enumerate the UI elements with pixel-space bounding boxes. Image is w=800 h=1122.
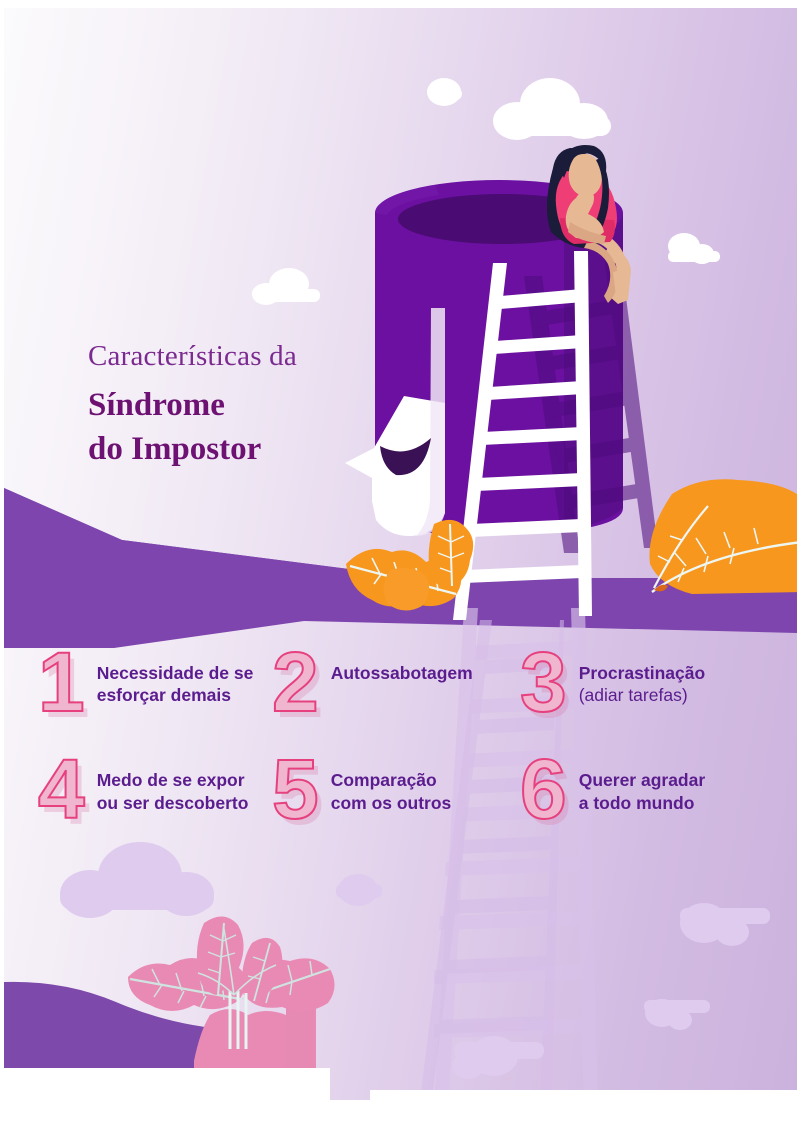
item-label-line2: (adiar tarefas)	[578, 685, 688, 706]
cloud	[252, 268, 320, 305]
item-label: Necessidade de se esforçar demais	[97, 644, 254, 707]
item-label-line1: Querer agradar	[578, 770, 706, 791]
list-item-3[interactable]: 3 Procrastinação (adiar tarefas)	[502, 635, 797, 729]
item-label-line2: ou ser descoberto	[96, 792, 249, 813]
lower-clouds-layer	[60, 842, 770, 1079]
cloud	[336, 874, 382, 906]
cloud	[680, 903, 770, 946]
cloud	[427, 78, 462, 106]
list-item-5[interactable]: 5 Comparação com os outros	[262, 742, 502, 837]
frame-mask-bottom-left	[0, 1068, 330, 1122]
item-label-line1: Medo de se expor	[96, 770, 245, 791]
orange-leaf	[428, 519, 474, 588]
cloud	[668, 233, 720, 264]
purple-band	[4, 488, 797, 648]
title-block: Características da Síndrome do Impostor	[88, 338, 388, 471]
item-label: Comparação com os outros	[331, 751, 452, 814]
item-label-line2: a todo mundo	[578, 792, 695, 813]
head-illustration	[345, 145, 658, 620]
frame-mask-top	[0, 0, 800, 8]
item-label-line1: Necessidade de se	[96, 663, 254, 683]
list-item-1[interactable]: 1 Necessidade de se esforçar demais	[4, 635, 262, 729]
orange-leaf-cluster-left	[346, 519, 474, 611]
item-number: 3	[519, 635, 568, 729]
list-item-2[interactable]: 2 Autossabotagem	[262, 635, 502, 729]
title-line-3: do Impostor	[88, 430, 262, 467]
item-number: 2	[271, 635, 320, 729]
item-label: Procrastinação (adiar tarefas)	[579, 644, 705, 707]
item-label-line1: Comparação	[330, 770, 437, 791]
frame-mask-bottom-right	[370, 1090, 800, 1122]
item-number: 6	[519, 742, 568, 837]
cloud	[644, 999, 710, 1030]
list-item-4[interactable]: 4 Medo de se expor ou ser descoberto	[4, 742, 262, 837]
item-label-line1: Autossabotagem	[330, 663, 473, 683]
title-line-1: Características da	[88, 340, 297, 372]
frame-mask-right	[797, 0, 800, 1122]
list-item-6[interactable]: 6 Querer agradar a todo mundo	[502, 742, 797, 837]
item-label-line2: com os outros	[330, 792, 452, 813]
frame-mask-left	[0, 0, 4, 1122]
item-number: 5	[271, 742, 320, 837]
face-profile	[345, 230, 445, 537]
cloud	[493, 78, 611, 140]
item-number: 1	[37, 635, 86, 729]
cloud	[60, 842, 214, 918]
item-label: Medo de se expor ou ser descoberto	[97, 751, 249, 814]
title-line-2: Síndrome	[88, 387, 225, 424]
orange-leaf-cluster-right	[649, 479, 797, 594]
orange-leaf	[383, 568, 430, 611]
item-number: 4	[37, 742, 86, 837]
item-label-line1: Procrastinação	[578, 663, 706, 683]
item-label: Querer agradar a todo mundo	[579, 751, 705, 814]
infographic-poster: Características da Síndrome do Impostor	[4, 8, 797, 1108]
list-row: 1 Necessidade de se esforçar demais 2 Au…	[4, 635, 797, 729]
item-label: Autossabotagem	[331, 644, 473, 684]
seated-woman	[546, 145, 631, 304]
frame-mask-bottom-mid	[330, 1100, 370, 1122]
characteristics-list: 1 Necessidade de se esforçar demais 2 Au…	[4, 635, 797, 837]
list-row: 4 Medo de se expor ou ser descoberto 5 C…	[4, 742, 797, 837]
item-label-line2: esforçar demais	[96, 685, 231, 706]
